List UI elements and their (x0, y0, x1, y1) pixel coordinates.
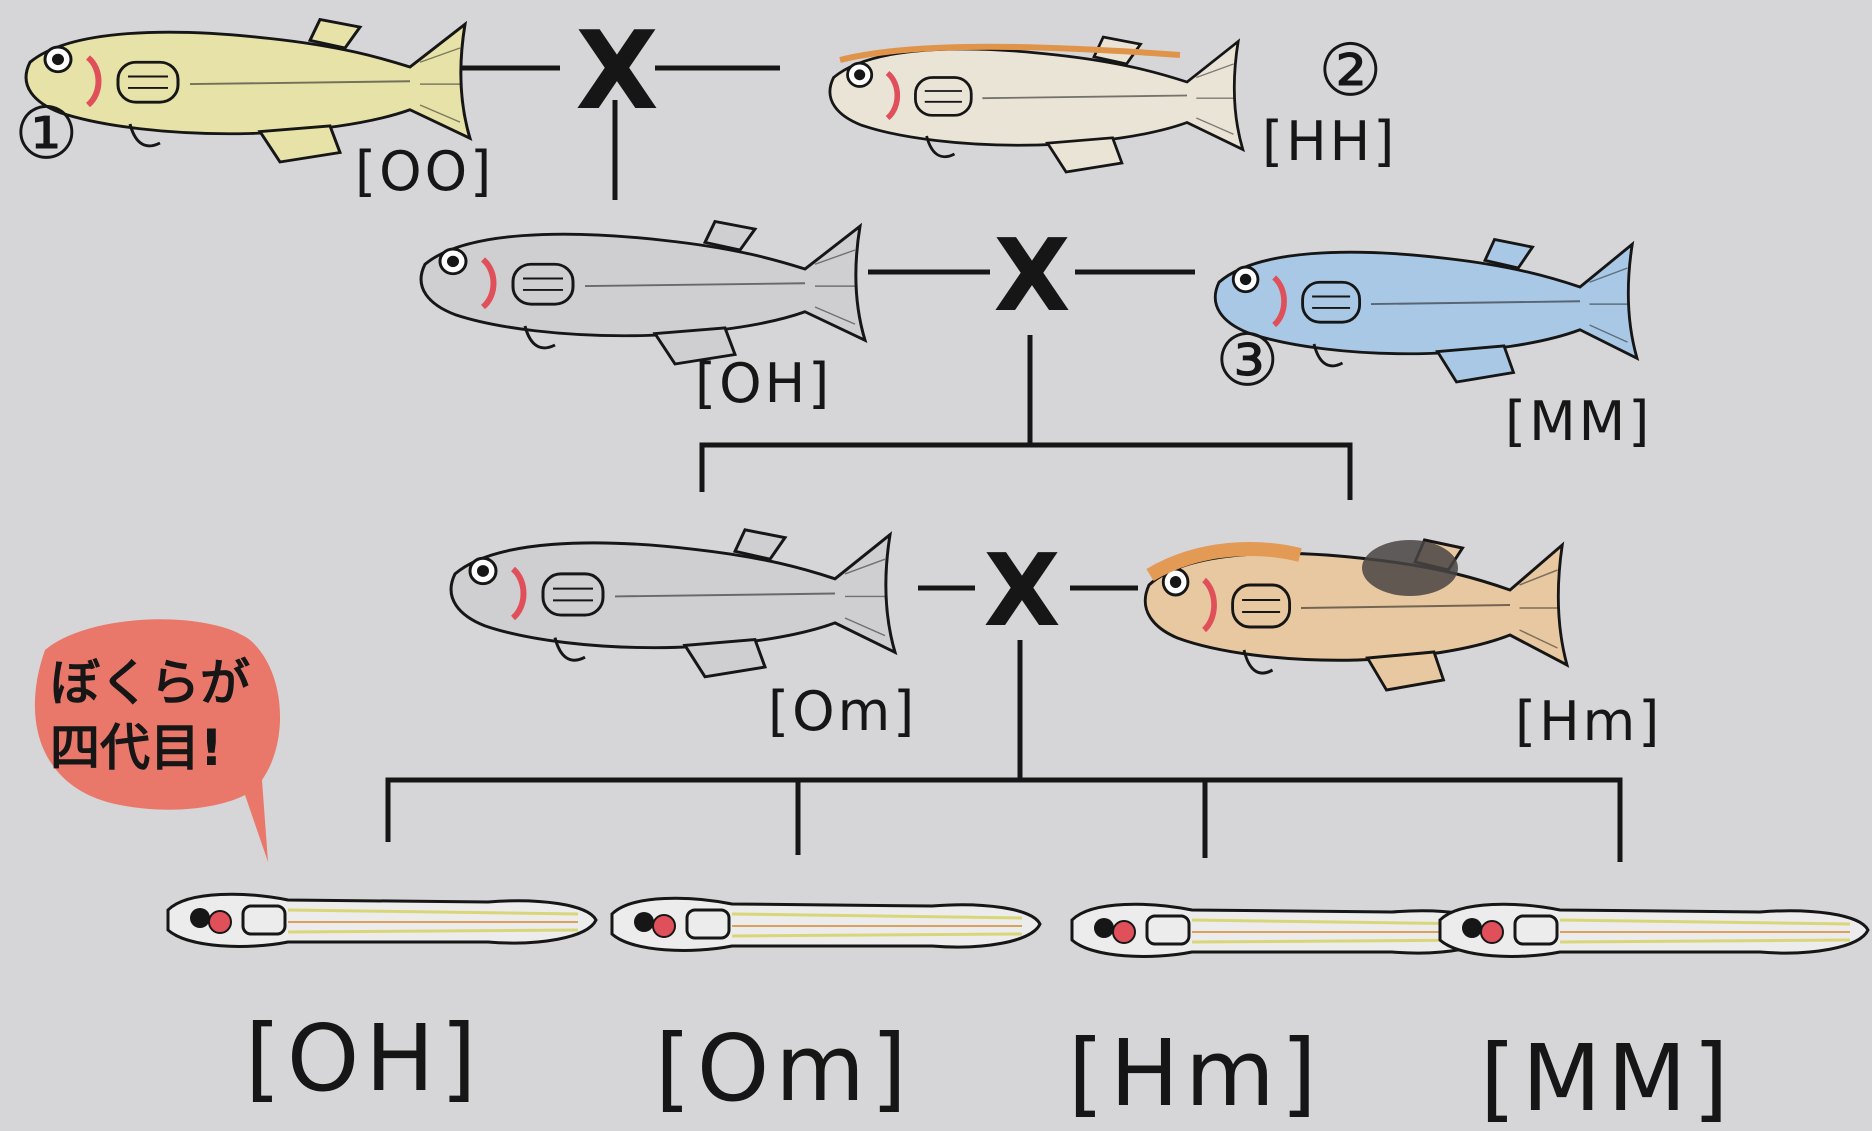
fish-3-marker: ③ (1215, 318, 1280, 402)
pedigree-connectors (388, 68, 1620, 862)
speech-bubble: ぼくらが 四代目! (35, 619, 280, 862)
gen2-sibling-bracket (702, 445, 1350, 500)
larva-2-genotype: [Om] (655, 1015, 913, 1122)
speech-bubble-line-1: ぼくらが (50, 654, 250, 712)
gray-medaka-icon (421, 222, 865, 365)
fish-2-genotype: [HH] (1262, 110, 1397, 173)
orange-medaka-icon (830, 37, 1243, 172)
f1-genotype: [OH] (695, 352, 832, 415)
gen2-cross-mark: X (993, 217, 1070, 334)
fish-1-genotype: [OO] (355, 140, 494, 203)
hm-genotype: [Hm] (1515, 690, 1662, 753)
gray-medaka-icon-om (451, 530, 895, 677)
fish-1-marker: ① (14, 91, 79, 175)
fish-3-genotype: [MM] (1505, 390, 1652, 453)
larva-1-genotype: [OH] (245, 1005, 482, 1112)
gen4-sibling-bracket (388, 780, 1620, 862)
medaka-larva-icon-1 (168, 894, 596, 946)
gen3-cross-mark: X (983, 532, 1060, 649)
larva-3-genotype: [Hm] (1068, 1020, 1323, 1127)
speech-bubble-line-2: 四代目! (50, 719, 223, 777)
om-genotype: [Om] (768, 680, 917, 743)
gen1-cross-mark: X (575, 9, 658, 134)
medaka-larva-icon-2 (612, 898, 1040, 950)
fish-2-marker: ② (1318, 28, 1383, 112)
calico-medaka-icon (1145, 540, 1567, 690)
larva-4-genotype: [MM] (1480, 1025, 1735, 1131)
medaka-larva-icon-3 (1072, 904, 1500, 956)
calico-black-patch (1362, 540, 1458, 596)
medaka-larva-icon-4 (1440, 904, 1868, 956)
